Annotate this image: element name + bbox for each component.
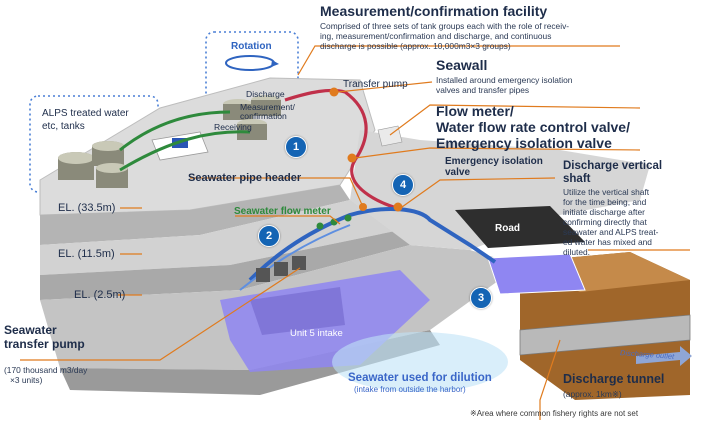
discharge-shaft-desc-5: seawater and ALPS treat- bbox=[563, 227, 659, 237]
marker-2: 2 bbox=[258, 225, 280, 247]
unit5-intake-label: Unit 5 intake bbox=[290, 328, 343, 339]
emergency-valve-label-2: valve bbox=[445, 167, 471, 178]
discharge-tunnel-title: Discharge tunnel bbox=[563, 372, 665, 386]
discharge-shaft-desc-4: confirming directly that bbox=[563, 217, 647, 227]
emergency-valve-label-1: Emergency isolation bbox=[445, 156, 543, 167]
measurement-facility-desc-1: Comprised of three sets of tank groups e… bbox=[320, 21, 570, 31]
seawater-flow-meter-devices bbox=[316, 214, 352, 230]
alps-tank-group bbox=[58, 141, 128, 188]
discharge-tunnel-pipe bbox=[519, 314, 691, 356]
rotation-arrow bbox=[225, 55, 275, 71]
road-surface bbox=[455, 206, 585, 248]
transfer-pump-device bbox=[329, 87, 339, 97]
blue-pipe-2 bbox=[239, 224, 351, 291]
right-ground bbox=[350, 130, 650, 250]
discharge-shaft-desc-1: Utilize the vertical shaft bbox=[563, 187, 650, 197]
seawater-transfer-pump-desc-1: (170 thousand m3/day bbox=[4, 365, 88, 375]
elevation-33-5: EL. (33.5m) bbox=[58, 202, 116, 214]
seawater-transfer-pump-title-1: Seawater bbox=[4, 323, 57, 337]
flow-meter-title-1: Flow meter/ bbox=[436, 103, 514, 119]
measurement-facility-desc-3: discharge is possible (approx. 10,000m3×… bbox=[320, 41, 511, 51]
red-pipe bbox=[284, 88, 406, 212]
measurement-role-label-1: Measurement/ bbox=[240, 102, 295, 112]
discharge-shaft-title-2: shaft bbox=[563, 173, 591, 185]
road-label: Road bbox=[495, 223, 520, 234]
alps-tanks-label-1: ALPS treated water bbox=[42, 108, 129, 119]
measurement-role-label-2: confirmation bbox=[240, 111, 287, 121]
elevation-11-5: EL. (11.5m) bbox=[58, 248, 115, 260]
discharge-role-label: Discharge bbox=[246, 89, 285, 99]
measurement-facility-desc-2: ing, measurement/confirmation and discha… bbox=[320, 31, 552, 41]
measurement-tank-group bbox=[223, 95, 281, 140]
discharge-shaft-desc-2: for the time being, and bbox=[563, 197, 647, 207]
intake-channel bbox=[250, 287, 345, 335]
seawater-dilution-sub: (intake from outside the harbor) bbox=[354, 385, 466, 394]
alps-tanks-label-2: etc, tanks bbox=[42, 121, 85, 132]
seawater-flow-meter-label: Seawater flow meter bbox=[234, 206, 331, 217]
blue-pipe bbox=[248, 206, 497, 282]
dilution-water-glow bbox=[332, 332, 508, 392]
marker-4: 4 bbox=[392, 174, 414, 196]
plateau-face bbox=[40, 185, 350, 245]
flow-meter-title-2: Water flow rate control valve/ bbox=[436, 119, 630, 135]
seawater-dilution-title: Seawater used for dilution bbox=[348, 372, 492, 384]
isolation-valve-device bbox=[393, 202, 403, 212]
flow-meter-title-3: Emergency isolation valve bbox=[436, 135, 612, 151]
rotation-arrowhead bbox=[271, 60, 279, 67]
footnote: ※Area where common fishery rights are no… bbox=[470, 409, 639, 418]
discharge-shaft-title-1: Discharge vertical bbox=[563, 160, 663, 172]
discharge-shaft-desc-7: diluted. bbox=[563, 247, 591, 257]
seawater-transfer-pump-title-2: transfer pump bbox=[4, 337, 85, 351]
marker-3: 3 bbox=[470, 287, 492, 309]
elevation-2-5: EL. (2.5m) bbox=[74, 289, 126, 301]
seawater-pumps bbox=[256, 256, 306, 282]
leader-lines bbox=[20, 45, 690, 420]
seawall-desc-1: Installed around emergency isolation bbox=[436, 75, 573, 85]
seawater-pipe-header-label: Seawater pipe header bbox=[188, 172, 302, 184]
measurement-facility-title: Measurement/confirmation facility bbox=[320, 3, 548, 19]
rotation-label: Rotation bbox=[231, 41, 272, 52]
green-pipe bbox=[119, 110, 251, 172]
seawall-desc-2: valves and transfer pipes bbox=[436, 85, 530, 95]
discharge-outlet-arrow bbox=[636, 346, 692, 366]
discharge-shaft-desc-6: ed water has mixed and bbox=[563, 237, 652, 247]
flow-meter-device bbox=[347, 153, 357, 163]
terrace-face bbox=[40, 230, 410, 300]
discharge-tunnel-sub: (approx. 1km※) bbox=[563, 389, 622, 399]
receiving-role-label: Receiving bbox=[214, 122, 252, 132]
seawall-title: Seawall bbox=[436, 57, 488, 73]
middle-terrace bbox=[40, 200, 420, 275]
alps-tanks-outline bbox=[29, 95, 159, 193]
lower-face bbox=[60, 330, 440, 395]
marker-1: 1 bbox=[285, 136, 307, 158]
discharge-shaft-desc-3: initiate discharge after bbox=[563, 207, 645, 217]
seawater-transfer-pump-desc-2: ×3 units) bbox=[10, 375, 43, 385]
shaft-water bbox=[487, 253, 586, 295]
transfer-pump-label: Transfer pump bbox=[343, 79, 408, 90]
